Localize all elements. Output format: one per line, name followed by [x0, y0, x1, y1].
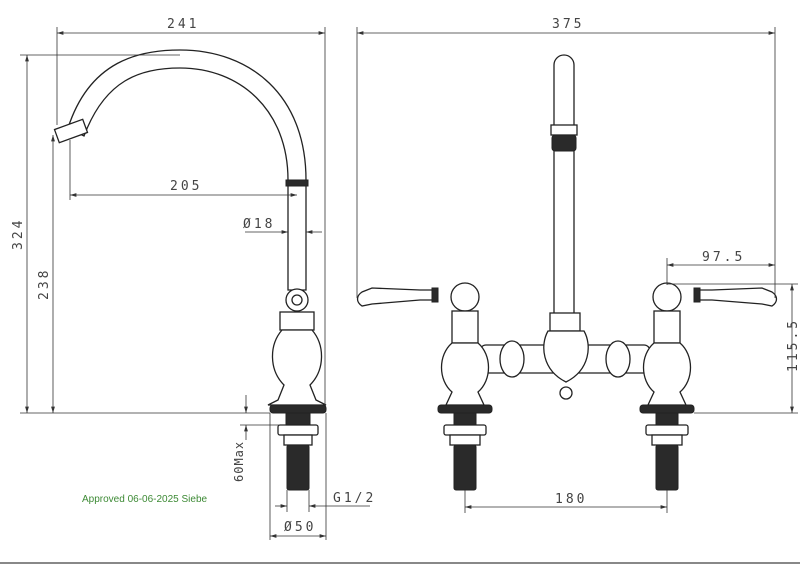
front-dimensions: 375 97.5 115.5 180: [356, 17, 800, 513]
bottom-divider: [0, 562, 800, 564]
dim-324: 324: [11, 218, 26, 250]
right-lever-handle: [695, 287, 778, 307]
side-view: [53, 49, 327, 491]
left-valve: [356, 282, 493, 491]
dim-60max: 60Max: [232, 441, 246, 482]
threaded-shank: [286, 444, 310, 491]
spout-arc: [67, 49, 307, 291]
center-body: [543, 330, 589, 383]
side-dimensions: 241 324 238 205 Ø18 60Max G1/2 Ø50: [11, 17, 376, 540]
dim-115-5: 115.5: [786, 318, 800, 372]
dim-97-5: 97.5: [702, 250, 745, 265]
left-lever-handle: [356, 287, 437, 307]
dim-375: 375: [552, 17, 584, 32]
approval-stamp: Approved 06-06-2025 Siebe: [82, 494, 208, 505]
center-knob: [559, 386, 573, 400]
dim-241: 241: [167, 17, 199, 32]
side-body: [267, 329, 327, 406]
right-valve: [639, 282, 778, 491]
front-spout: [553, 54, 575, 316]
dim-diameter-50: Ø50: [284, 520, 316, 535]
dim-diameter-18: Ø18: [243, 217, 275, 232]
spout-nozzle: [53, 118, 89, 144]
dim-g1-2: G1/2: [333, 491, 376, 506]
dim-205: 205: [170, 179, 202, 194]
dim-238: 238: [37, 268, 52, 300]
dim-180: 180: [555, 492, 587, 507]
front-view: [356, 54, 778, 491]
